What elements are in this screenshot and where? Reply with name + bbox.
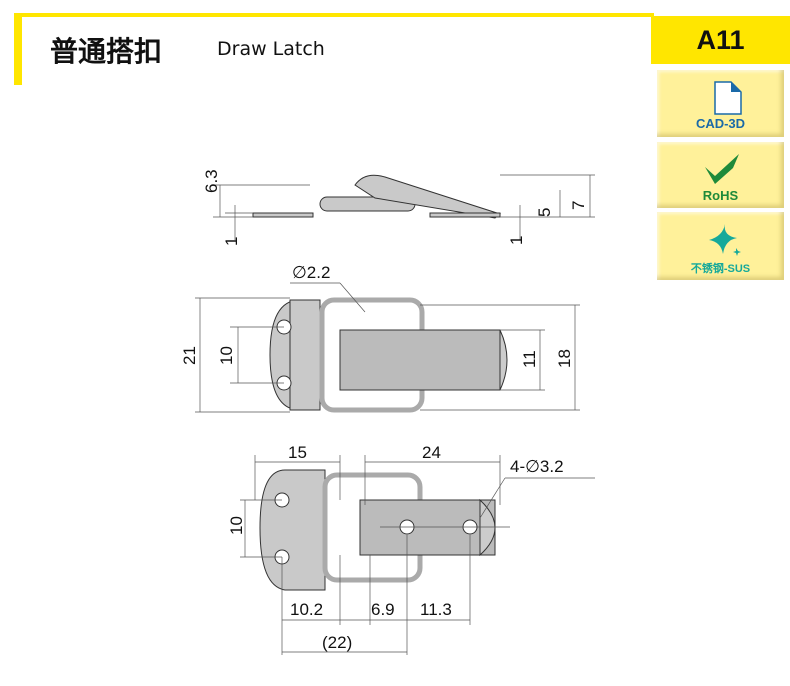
cad-3d-badge[interactable]: CAD-3D xyxy=(657,70,784,137)
dim-label: 15 xyxy=(288,443,307,462)
dim-label: 7 xyxy=(569,201,588,210)
dim-label: 1 xyxy=(222,237,241,246)
bottom-view xyxy=(240,455,595,655)
badge-label: CAD-3D xyxy=(695,116,746,131)
rohs-badge[interactable]: RoHS xyxy=(657,142,784,208)
product-code: A11 xyxy=(651,16,790,64)
dim-label: 4-∅3.2 xyxy=(510,457,564,476)
badge-label: 不锈钢-SUS xyxy=(690,263,751,275)
dim-label: 6.3 xyxy=(202,169,221,193)
header-accent-bar xyxy=(14,13,654,17)
side-view xyxy=(213,174,595,240)
dim-label: 1 xyxy=(507,236,526,245)
dim-label: ∅2.2 xyxy=(292,263,330,282)
page-subtitle: Draw Latch xyxy=(217,38,325,60)
header-accent-side xyxy=(14,13,22,85)
badge-label: RoHS xyxy=(702,188,739,203)
file-icon xyxy=(714,81,742,115)
page-title: 普通搭扣 xyxy=(50,35,163,68)
dim-label: 11.3 xyxy=(420,600,452,619)
dim-label: 21 xyxy=(180,346,199,365)
dim-label: (22) xyxy=(322,633,352,652)
dim-label: 10 xyxy=(217,346,236,365)
dim-label: 6.9 xyxy=(371,600,395,619)
dim-label: 10.2 xyxy=(290,600,323,619)
dim-label: 18 xyxy=(555,349,574,368)
checkmark-icon xyxy=(705,154,739,184)
dim-label: 5 xyxy=(535,208,554,217)
top-view xyxy=(195,282,580,413)
stainless-steel-badge[interactable]: 不锈钢-SUS xyxy=(657,212,784,280)
dim-label: 24 xyxy=(422,443,441,462)
dim-label: 10 xyxy=(227,516,246,535)
dim-label: 11 xyxy=(520,350,539,368)
sparkle-icon xyxy=(709,224,741,256)
